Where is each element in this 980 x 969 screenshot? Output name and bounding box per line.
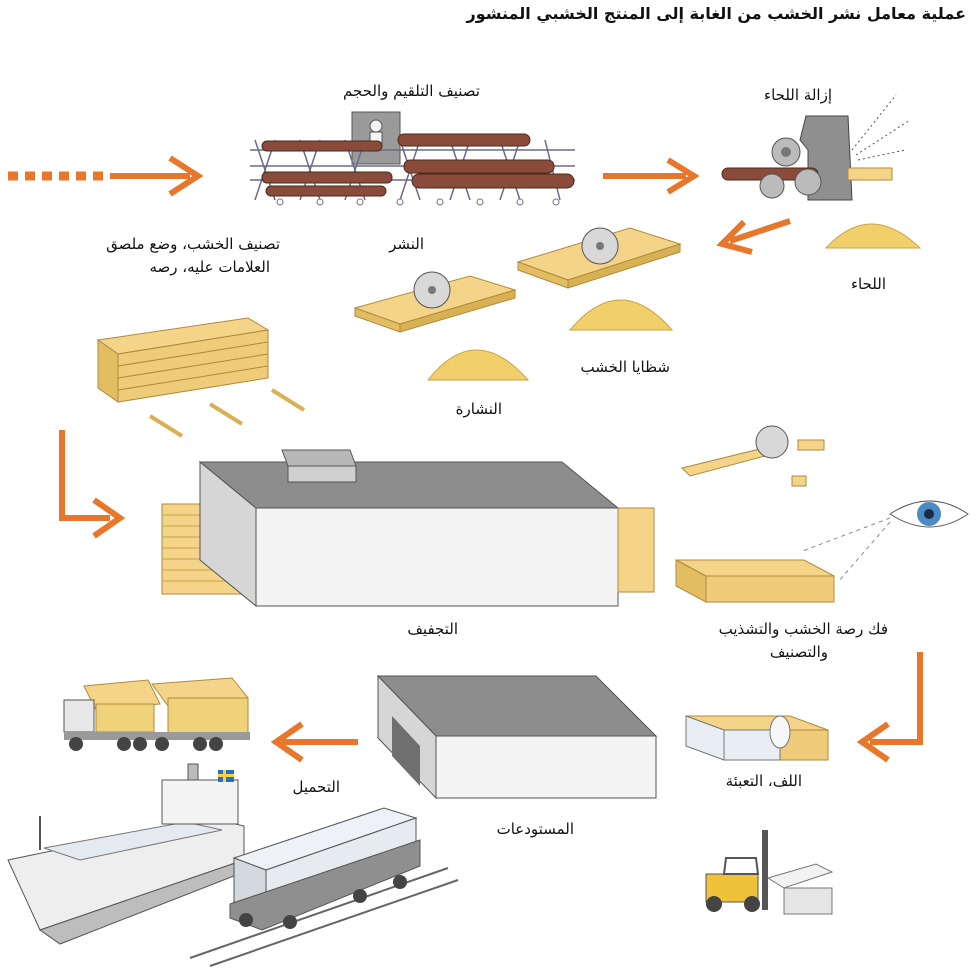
forklift-icon [705, 830, 834, 915]
label-log-sorting: تصنيف التلقيم والحجم [343, 82, 480, 100]
saw-blade-icon [353, 227, 682, 333]
sorted-boards-icon [675, 559, 835, 603]
arrow-to-drying [59, 430, 126, 539]
label-debarking: إزالة اللحاء [764, 86, 832, 104]
sawdust-pile-icon [426, 299, 674, 381]
label-sorting-line-1: تصنيف الخشب، وضع ملصق [106, 235, 280, 253]
label-bark: اللحاء [850, 275, 886, 293]
label-storage: المستودعات [496, 820, 574, 838]
label-drying: التجفيف [407, 620, 458, 638]
label-sorting-line-2: العلامات عليه، رصه [149, 258, 270, 276]
dotted-arrow-icon [8, 155, 204, 197]
label-unstacking-line-2: والتصنيف [769, 643, 828, 661]
arrow-to-sawing [716, 218, 791, 255]
ship-icon [7, 763, 245, 945]
label-unstacking-line-1: فك رصة الخشب والتشذيب [718, 620, 888, 638]
label-wood-chips: شظايا الخشب [580, 358, 671, 376]
arrow-to-packaging [856, 652, 923, 763]
log-sorter-icon [250, 111, 575, 206]
trimming-saw-icon [681, 425, 825, 487]
arrow-to-loading [270, 721, 358, 763]
arrow-to-debarking [603, 157, 700, 195]
truck-icon [63, 677, 250, 751]
package-icon [685, 715, 829, 761]
lumber-stack-icon [96, 317, 306, 438]
bark-pile-icon [824, 223, 922, 249]
diagram-title: عملية معامل نشر الخشب من الغابة إلى المن… [466, 4, 966, 23]
debarker-icon [721, 94, 911, 201]
eye-icon [799, 500, 969, 583]
label-packaging: اللف، التعبئة [725, 772, 802, 790]
label-sawdust: النشارة [455, 400, 502, 418]
warehouse-icon [376, 674, 658, 800]
label-sawing: النشر [389, 235, 424, 253]
label-loading: التحميل [292, 778, 340, 796]
kiln-icon [161, 449, 655, 608]
train-icon [189, 807, 459, 967]
